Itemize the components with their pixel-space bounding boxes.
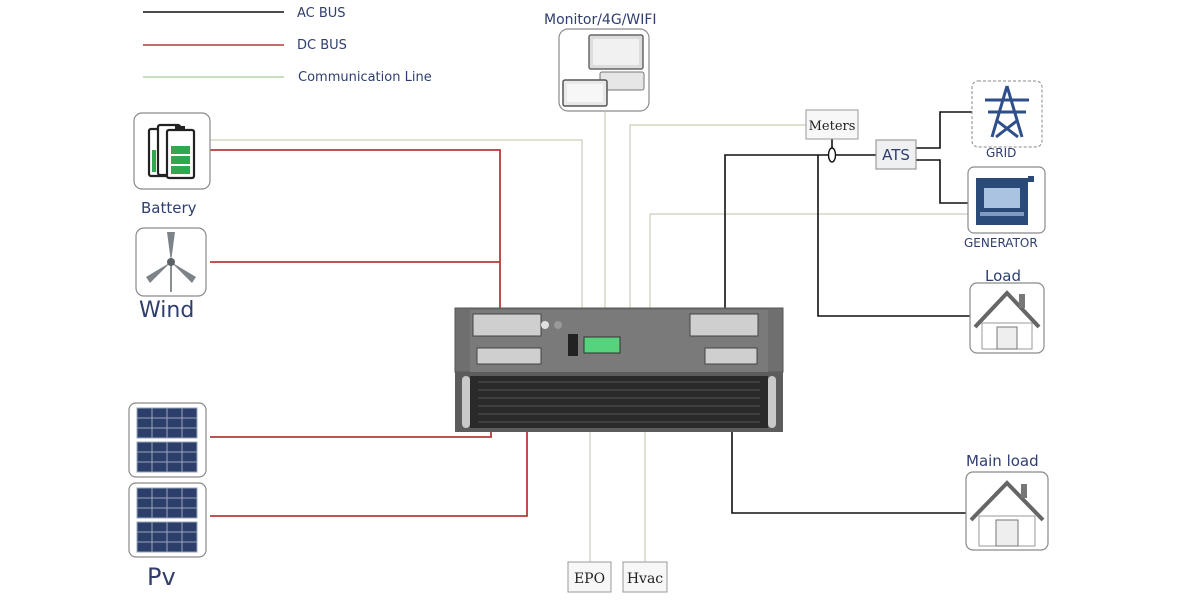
comm-line-generator (649, 213, 968, 310)
legend-comm-label: Communication Line (298, 70, 432, 85)
legend-ac-label: AC BUS (297, 6, 346, 21)
communication-lines (210, 112, 968, 562)
epo-label: EPO (574, 571, 605, 587)
dc-line-battery (210, 149, 501, 310)
hvac-label: Hvac (627, 571, 663, 587)
ats-box: ATS (875, 139, 917, 170)
legend: AC BUS DC BUS Communication Line (143, 6, 432, 85)
meters-label: Meters (809, 119, 856, 134)
solar-panel-icon (128, 482, 207, 558)
legend-dc-label: DC BUS (297, 38, 347, 53)
monitor-icon (558, 28, 650, 112)
dc-line-pv1 (210, 365, 492, 438)
ac-line-generator (916, 159, 968, 204)
battery-label: Battery (141, 199, 197, 217)
ac-line-load (817, 155, 970, 317)
main-load-label: Main load (966, 452, 1039, 470)
ct-sensor-icon (827, 147, 837, 163)
ac-line-ats-inverter (724, 154, 876, 312)
solar-panel-icon (128, 402, 207, 478)
comm-line-battery (210, 139, 583, 310)
load-label: Load (985, 267, 1021, 285)
generator-label: GENERATOR (964, 236, 1038, 250)
battery-icon (133, 112, 211, 190)
pv-label: Pv (147, 563, 176, 591)
generator-icon (967, 166, 1046, 234)
ac-line-grid (916, 111, 972, 149)
comm-line-meters (629, 124, 806, 310)
hvac-box: Hvac (622, 561, 668, 593)
inverter-cabinet (454, 307, 784, 432)
wind-label: Wind (139, 298, 194, 323)
monitor-label: Monitor/4G/WIFI (544, 12, 657, 28)
house-icon (965, 471, 1049, 551)
grid-label: GRID (986, 146, 1016, 160)
grid-tower-icon (971, 80, 1043, 148)
house-icon (969, 282, 1045, 354)
meters-box: Meters (805, 109, 859, 140)
epo-box: EPO (567, 561, 612, 593)
wind-turbine-icon (135, 227, 207, 297)
ats-label: ATS (882, 146, 910, 164)
